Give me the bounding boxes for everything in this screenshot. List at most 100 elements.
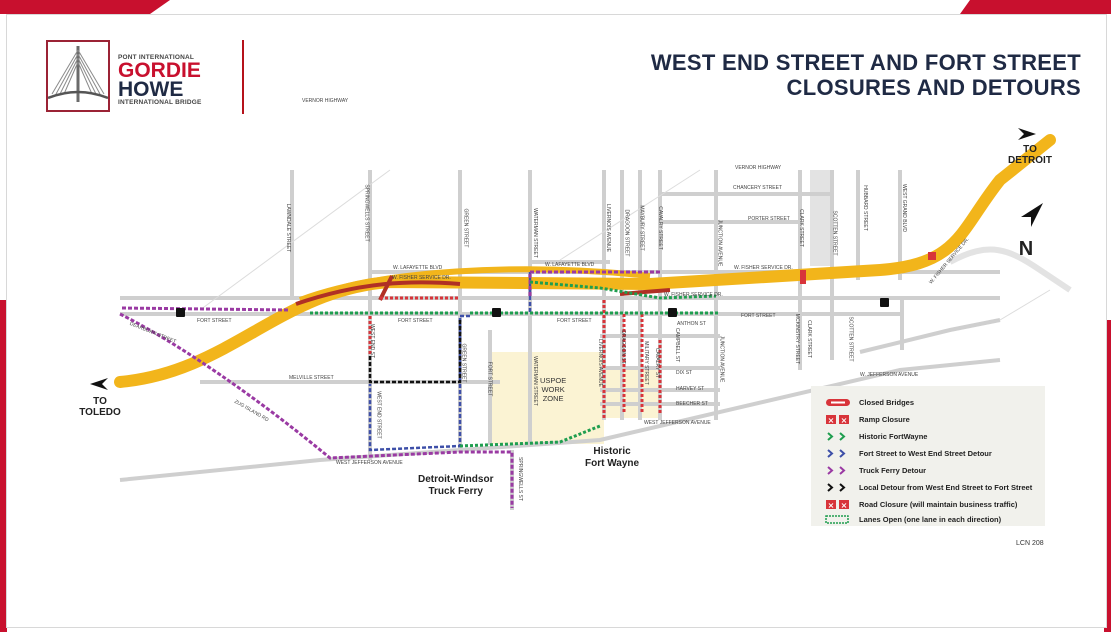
logo-divider xyxy=(242,40,244,114)
svg-text:×: × xyxy=(841,501,848,509)
uspoe-work-zone-label: USPOE WORK ZONE xyxy=(540,376,567,403)
label-hubbard: HUBBARD STREET xyxy=(861,185,868,231)
north-label: N xyxy=(1018,238,1034,260)
page-title: WEST END STREET AND FORT STREET CLOSURES… xyxy=(651,50,1081,100)
label-green: GREEN STREET xyxy=(462,208,469,248)
logo-small-bottom: INTERNATIONAL BRIDGE xyxy=(118,99,202,106)
rail-lines xyxy=(199,169,1051,321)
label-fort-east: FORT STREET xyxy=(741,313,776,319)
label-green-lower: GREEN STREET xyxy=(460,343,467,383)
label-west-jefferson: WEST JEFFERSON AVENUE xyxy=(644,420,711,426)
closed-bridge-markers xyxy=(800,252,936,284)
label-dix: DIX ST xyxy=(676,370,693,376)
block-gray xyxy=(810,170,830,266)
local-detour xyxy=(368,318,462,384)
label-west-grand: WEST GRAND BLVD xyxy=(900,184,907,232)
logo-wordmark: PONT INTERNATIONAL GORDIE HOWE INTERNATI… xyxy=(118,40,238,106)
black-chevrons-icon xyxy=(827,483,846,492)
label-mckinstry: MCKINSTRY STREET xyxy=(794,313,801,365)
junction-markers xyxy=(176,298,889,317)
label-porter: PORTER STREET xyxy=(748,216,790,222)
label-fisher-west: W. FISHER SERVICE DR. xyxy=(392,275,451,281)
road-closures xyxy=(368,296,662,420)
label-vernor: VERNOR HIGHWAY xyxy=(735,165,782,171)
label-campbell: CAMPBELL ST xyxy=(674,327,681,363)
label-west-end-lower: WEST END STREET xyxy=(375,391,382,439)
closed-bridge-icon xyxy=(826,399,850,406)
arrow-right-icon xyxy=(1018,128,1036,140)
purple-chevrons-icon xyxy=(827,466,846,475)
label-fort-center: FORT STREET xyxy=(557,318,592,324)
label-clark: CLARK STREET xyxy=(797,209,804,247)
corner-accent-top-left xyxy=(0,0,170,14)
corner-accent-left xyxy=(0,300,7,632)
label-fort-west: FORT STREET xyxy=(197,318,232,324)
title-line2: CLOSURES AND DETOURS xyxy=(786,75,1081,100)
truck-ferry-detour xyxy=(119,306,514,508)
map-legend: Closed Bridges ×× Ramp Closure Historic … xyxy=(811,386,1045,526)
label-west-jefferson-left: WEST JEFFERSON AVENUE xyxy=(336,460,403,466)
corner-accent-top-right xyxy=(960,0,1111,14)
lanes-open xyxy=(310,280,720,448)
corner-accent-right xyxy=(1104,320,1111,632)
road-closure-icon: ×× xyxy=(826,500,849,509)
label-fisher-mid: W. FISHER SERVICE DR. xyxy=(734,265,793,271)
label-clark-lower: CLARK STREET xyxy=(805,320,812,358)
label-west-end: WEST END ST xyxy=(369,323,376,359)
logo-line1: GORDIE xyxy=(118,59,201,82)
label-livernois-lower: LIVERNOIS AVENUE xyxy=(596,339,603,387)
label-cavalry: CAVALRY STREET xyxy=(656,206,663,250)
north-arrow-icon xyxy=(1021,203,1043,227)
label-military: MILITARY STREET xyxy=(642,341,649,385)
logo-line2: HOWE xyxy=(118,78,184,101)
green-chevrons-icon xyxy=(827,432,846,441)
label-fort-vertical: FORT STREET xyxy=(486,361,493,397)
label-lafayette-east: W. LAFAYETTE BLVD xyxy=(545,262,595,268)
label-w-jefferson-right: W. JEFFERSON AVENUE xyxy=(860,372,919,378)
label-anthon: ANTHON ST xyxy=(677,321,706,327)
uspoe-work-zone-area xyxy=(492,352,604,444)
label-springwells-lower: SPRINGWELLS ST xyxy=(516,457,523,501)
ramp-closures xyxy=(295,275,671,306)
blue-chevrons-icon xyxy=(827,449,846,458)
label-dragoon-lower: DRAGOON ST xyxy=(619,330,626,364)
label-fisher-east: W. FISHER SERVICE DR. xyxy=(664,292,723,298)
label-scotten: SCOTTEN STREET xyxy=(831,210,838,256)
label-dragoon: DRAGOON STREET xyxy=(623,209,630,257)
label-chancery: CHANCERY STREET xyxy=(733,185,782,191)
title-line1: WEST END STREET AND FORT STREET xyxy=(650,50,1081,75)
label-lawndale: LAWNDALE STREET xyxy=(285,203,292,253)
label-springwells: SPRINGWELLS STREET xyxy=(363,184,370,242)
arrow-left-icon xyxy=(90,378,108,390)
historic-fort-wayne-label: Historic Fort Wayne xyxy=(585,446,640,469)
bridge-icon xyxy=(47,46,109,102)
gordie-howe-logo: PONT INTERNATIONAL GORDIE HOWE INTERNATI… xyxy=(46,40,226,116)
label-melville: MELVILLE STREET xyxy=(289,375,334,381)
label-mcgraw: MAYBURY STREET xyxy=(638,205,645,251)
label-lafayette: W. LAFAYETTE BLVD xyxy=(393,265,443,271)
ramp-gray xyxy=(948,246,1072,293)
label-junction: JUNCTION AVENUE xyxy=(716,219,723,267)
label-beecher: BEECHER ST xyxy=(676,401,708,407)
to-detroit-label: TO DETROIT xyxy=(1008,144,1052,166)
label-scotten-lower: SCOTTEN STREET xyxy=(847,316,854,362)
label-cavalry-lower: CAVALRY ST xyxy=(654,347,661,379)
label-junction-lower: JUNCTION AVENUE xyxy=(718,335,725,383)
ramp-closure-icon: ×× xyxy=(826,415,849,424)
label-harvey: HARVEY ST xyxy=(676,386,705,392)
label-waterman: WATERMAN STREET xyxy=(531,208,538,258)
truck-ferry-label: Detroit-Windsor Truck Ferry xyxy=(418,474,494,497)
label-fort-mid: FORT STREET xyxy=(398,318,433,324)
label-livernois: LIVERNOIS AVENUE xyxy=(604,204,611,252)
logo-frame xyxy=(46,40,110,112)
svg-text:×: × xyxy=(828,501,835,509)
logo-small-top: PONT INTERNATIONAL xyxy=(118,54,195,61)
svg-text:×: × xyxy=(841,416,848,424)
vernor-highway-top-label: VERNOR HIGHWAY xyxy=(302,98,349,104)
label-waterman-lower: WATERMAN STREET xyxy=(531,356,538,406)
to-toledo-label: TO TOLEDO xyxy=(79,396,121,418)
svg-text:×: × xyxy=(828,416,835,424)
document-code: LCN 208 xyxy=(1016,540,1044,547)
